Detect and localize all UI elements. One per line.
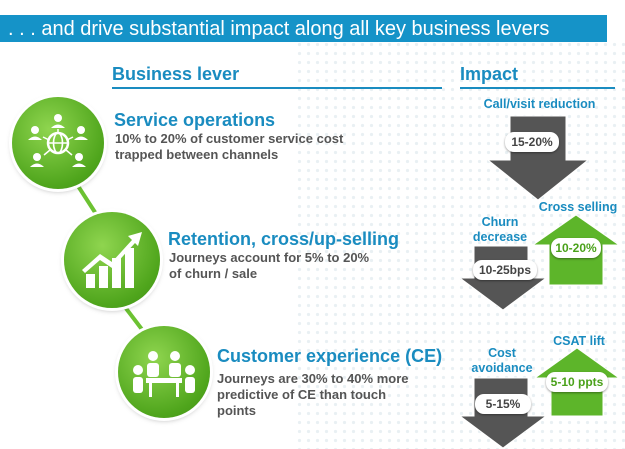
lever-title-customer-experience: Customer experience (CE): [217, 346, 443, 366]
page-title: . . . and drive substantial impact along…: [8, 18, 550, 40]
business-lever-underline: [112, 87, 442, 89]
lever-desc-line: points: [217, 403, 256, 418]
impact-label-cross-selling: Cross selling: [538, 200, 618, 214]
impact-value-csat: 5-10 ppts: [546, 372, 608, 392]
impact-label-churn: Churn decrease: [470, 215, 530, 245]
impact-heading: Impact: [460, 64, 519, 84]
impact-label-call-visit: Call/visit reduction: [483, 97, 596, 111]
down-arrow-call-visit: [486, 115, 590, 201]
lever-desc-line: 10% to 20% of customer service cost: [115, 131, 344, 146]
impact-value-cross-selling: 10-20%: [551, 238, 601, 258]
lever-desc-line: predictive of CE than touch: [217, 387, 387, 402]
customer-experience-circle: [118, 326, 210, 418]
impact-value-call-visit: 15-20%: [505, 132, 559, 152]
impact-label-csat: CSAT lift: [553, 334, 605, 348]
title-bar: . . . and drive substantial impact along…: [0, 15, 607, 42]
impact-label-line: decrease: [472, 230, 528, 244]
retention-circle: [64, 212, 160, 308]
lever-desc-customer-experience: Journeys are 30% to 40% more predictive …: [217, 371, 457, 419]
lever-desc-retention: Journeys account for 5% to 20% of churn …: [169, 250, 429, 282]
lever-desc-line: of churn / sale: [169, 266, 258, 281]
business-lever-heading: Business lever: [112, 64, 240, 84]
lever-title-service-operations: Service operations: [114, 110, 276, 130]
impact-label-line: Cost: [488, 346, 516, 360]
meeting-table-icon: [133, 351, 195, 397]
lever-desc-line: Journeys account for 5% to 20%: [169, 250, 370, 265]
impact-underline: [460, 87, 615, 89]
impact-label-line: avoidance: [471, 361, 533, 375]
lever-desc-service-operations: 10% to 20% of customer service cost trap…: [115, 131, 415, 163]
lever-desc-line: trapped between channels: [115, 147, 279, 162]
impact-value-cost: 5-15%: [475, 394, 531, 414]
impact-label-line: Churn: [481, 215, 519, 229]
impact-label-cost: Cost avoidance: [470, 346, 534, 376]
growth-chart-icon: [82, 232, 142, 288]
lever-desc-line: Journeys are 30% to 40% more: [217, 371, 409, 386]
impact-value-churn: 10-25bps: [473, 260, 537, 280]
customer-network-icon: [28, 114, 88, 167]
lever-title-retention: Retention, cross/up-selling: [168, 229, 400, 249]
service-operations-circle: [12, 97, 104, 189]
